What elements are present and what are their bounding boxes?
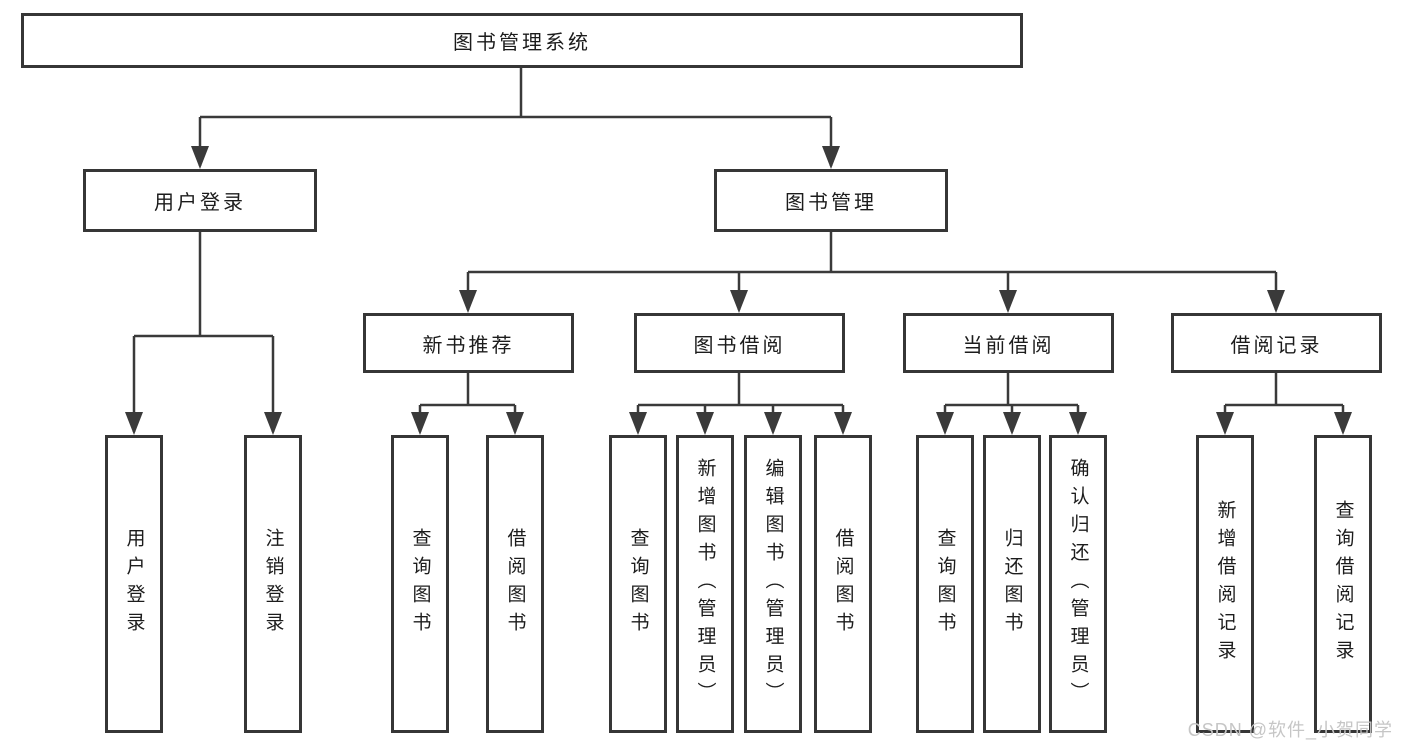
arrow-down-icon bbox=[411, 412, 429, 435]
leaf-user-login: 用户登录 bbox=[105, 435, 163, 733]
leaf-query-books: 查询图书 bbox=[391, 435, 449, 733]
leaf-return-books: 归还图书 bbox=[983, 435, 1041, 733]
node-current-borrowing: 当前借阅 bbox=[903, 313, 1114, 373]
edge-book-borrow-to-leaves bbox=[636, 373, 845, 432]
csdn-watermark: CSDN @软件_小贺同学 bbox=[1187, 720, 1393, 740]
arrow-down-icon bbox=[125, 412, 143, 435]
arrow-down-icon bbox=[999, 290, 1017, 313]
arrow-down-icon bbox=[834, 412, 852, 435]
arrow-down-icon bbox=[1267, 290, 1285, 313]
node-book-management: 图书管理 bbox=[714, 169, 948, 232]
arrow-down-icon bbox=[1003, 412, 1021, 435]
leaf-query-books: 查询图书 bbox=[609, 435, 667, 733]
arrow-down-icon bbox=[1069, 412, 1087, 435]
arrow-down-icon bbox=[696, 412, 714, 435]
edge-user-login-to-leaves bbox=[132, 232, 275, 432]
arrow-down-icon bbox=[730, 290, 748, 313]
edge-new-book-to-leaves bbox=[418, 373, 517, 432]
node-book-borrowing: 图书借阅 bbox=[634, 313, 845, 373]
arrow-down-icon bbox=[764, 412, 782, 435]
leaf-add-borrow-record: 新增借阅记录 bbox=[1196, 435, 1254, 733]
node-user-login: 用户登录 bbox=[83, 169, 317, 232]
edge-root-to-level2 bbox=[198, 68, 833, 166]
leaf-borrow-books: 借阅图书 bbox=[486, 435, 544, 733]
arrow-down-icon bbox=[459, 290, 477, 313]
node-root-system: 图书管理系统 bbox=[21, 13, 1023, 68]
leaf-edit-books-admin: 编辑图书（管理员） bbox=[744, 435, 802, 733]
leaf-confirm-return-admin: 确认归还（管理员） bbox=[1049, 435, 1107, 733]
edge-book-management-to-sections bbox=[466, 232, 1278, 310]
leaf-borrow-books: 借阅图书 bbox=[814, 435, 872, 733]
arrow-down-icon bbox=[191, 146, 209, 169]
leaf-add-books-admin: 新增图书（管理员） bbox=[676, 435, 734, 733]
node-borrowing-records: 借阅记录 bbox=[1171, 313, 1382, 373]
arrow-down-icon bbox=[822, 146, 840, 169]
arrow-down-icon bbox=[936, 412, 954, 435]
arrow-down-icon bbox=[629, 412, 647, 435]
arrow-down-icon bbox=[264, 412, 282, 435]
arrow-down-icon bbox=[1216, 412, 1234, 435]
edge-borrow-records-to-leaves bbox=[1223, 373, 1345, 432]
leaf-query-borrow-record: 查询借阅记录 bbox=[1314, 435, 1372, 733]
arrow-down-icon bbox=[1334, 412, 1352, 435]
leaf-logout: 注销登录 bbox=[244, 435, 302, 733]
leaf-query-books: 查询图书 bbox=[916, 435, 974, 733]
arrow-down-icon bbox=[506, 412, 524, 435]
node-new-book-recommendation: 新书推荐 bbox=[363, 313, 574, 373]
